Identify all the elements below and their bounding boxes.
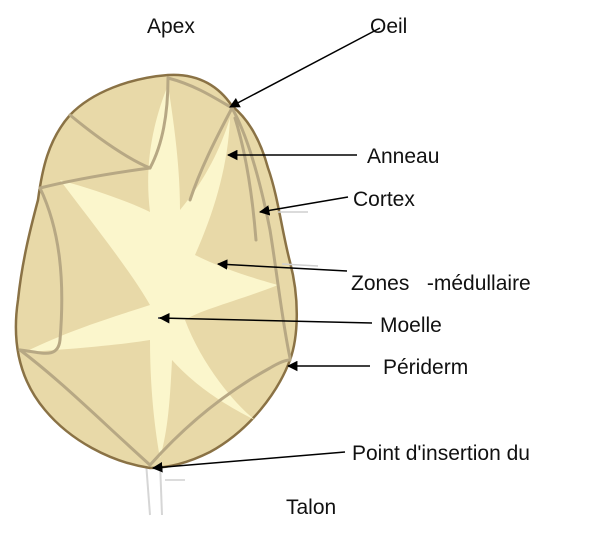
label-point-insertion: Point d'insertion du [352,443,530,464]
label-apex: Apex [147,16,195,37]
label-moelle: Moelle [380,315,442,336]
label-zones-medullaire: Zones -médullaire [351,273,531,294]
arrow-oeil [230,28,380,107]
label-anneau: Anneau [367,146,439,167]
label-periderm: Périderm [383,357,468,378]
label-talon: Talon [286,497,336,518]
label-oeil: Oeil [370,16,407,37]
stalk [146,462,162,515]
label-cortex: Cortex [353,189,415,210]
